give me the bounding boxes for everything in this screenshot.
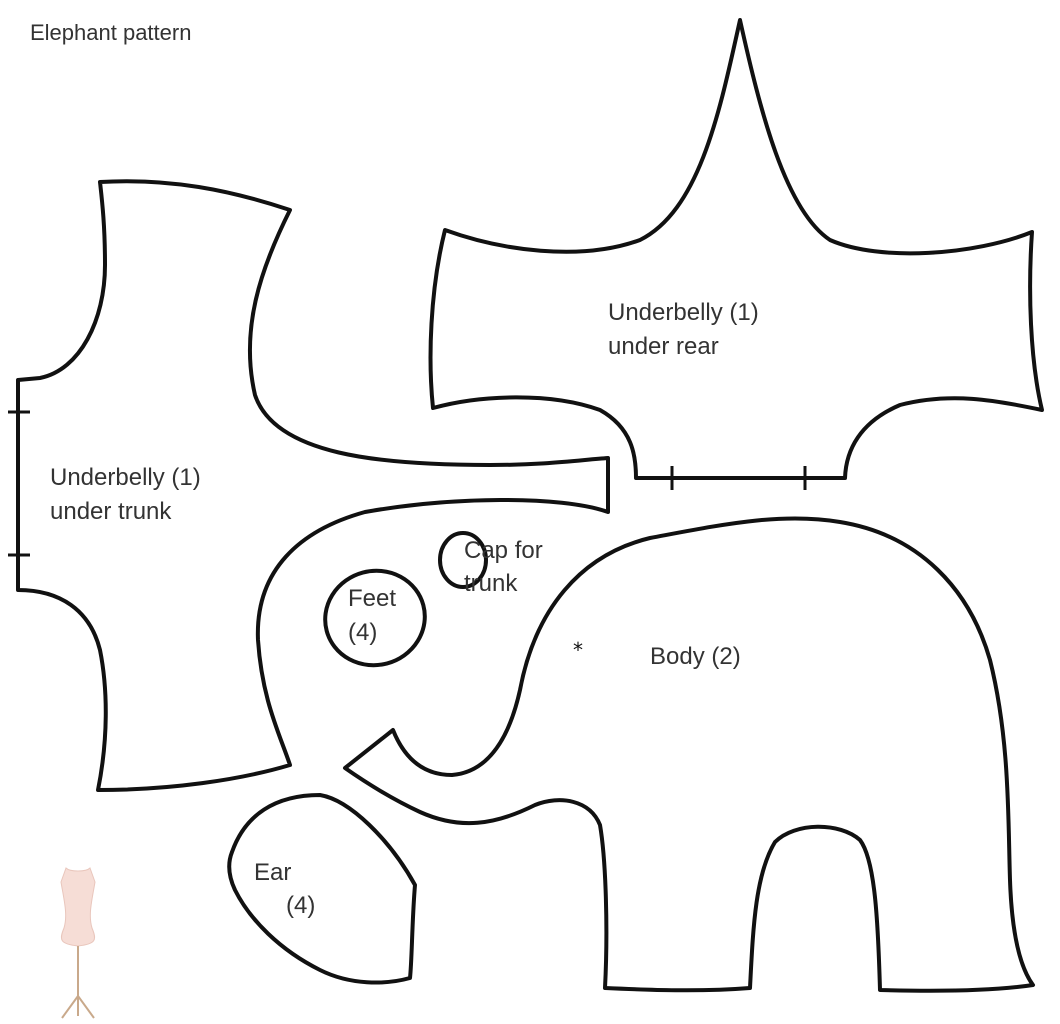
- ear-sublabel: (4): [286, 892, 315, 919]
- underbelly-rear-piece: Underbelly (1) under rear: [428, 18, 1044, 490]
- body-label: Body (2): [650, 643, 741, 670]
- underbelly-trunk-label: Underbelly (1): [50, 464, 201, 491]
- underbelly-trunk-sublabel: under trunk: [50, 498, 172, 525]
- feet-outline: [323, 568, 427, 668]
- underbelly-trunk-outline: [16, 179, 610, 792]
- underbelly-rear-sublabel: under rear: [608, 333, 719, 360]
- dress-form-icon: [60, 867, 96, 1019]
- underbelly-rear-label: Underbelly (1): [608, 299, 759, 326]
- ear-outline: [227, 793, 417, 985]
- cap-outline: [438, 531, 488, 589]
- cap-piece: Cap for trunk: [438, 531, 543, 597]
- ear-label: Ear: [254, 859, 291, 886]
- eye-mark: *: [573, 638, 583, 662]
- underbelly-rear-outline: [428, 18, 1044, 480]
- page-title: Elephant pattern: [30, 20, 191, 45]
- cap-label: Cap for: [464, 537, 543, 564]
- feet-piece: Feet (4): [323, 568, 427, 668]
- body-outline: [343, 516, 1035, 993]
- underbelly-trunk-piece: Underbelly (1) under trunk: [8, 179, 610, 792]
- ear-piece: Ear (4): [227, 793, 417, 985]
- cap-sublabel: trunk: [464, 570, 518, 597]
- feet-sublabel: (4): [348, 619, 377, 646]
- feet-label: Feet: [348, 585, 396, 612]
- body-piece: * Body (2): [343, 516, 1035, 993]
